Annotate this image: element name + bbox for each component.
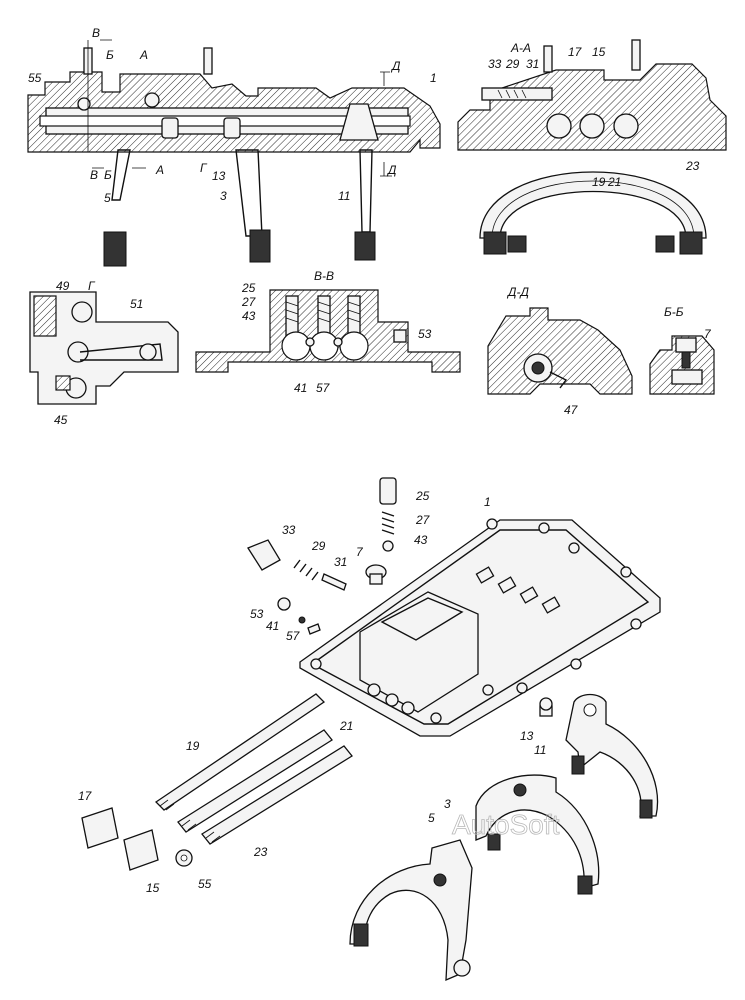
- section-title-v-v: В-В: [314, 269, 334, 283]
- cut-mark-v-bot: В: [90, 168, 98, 182]
- cut-mark-d-top: Д: [390, 59, 401, 73]
- callout-e-25: 25: [415, 489, 430, 503]
- callout-e-23: 23: [253, 845, 268, 859]
- callout-e-33: 33: [282, 523, 296, 537]
- callout-aa-23: 23: [685, 159, 700, 173]
- section-title-b-b: Б-Б: [664, 305, 684, 319]
- view-title-g: Г: [88, 279, 96, 293]
- callout-vv-57: 57: [316, 381, 331, 395]
- section-a-a: [457, 39, 727, 255]
- cut-mark-a-top: А: [139, 48, 148, 62]
- callout-e-55: 55: [198, 877, 212, 891]
- callout-vv-43: 43: [242, 309, 256, 323]
- cut-mark-b-top: Б: [106, 48, 114, 62]
- section-titles: А-А В-В Д-Д Б-Б Г: [88, 41, 684, 319]
- callout-1: 1: [430, 71, 437, 85]
- section-d-d: [487, 307, 633, 395]
- callout-e-29: 29: [311, 539, 326, 553]
- callout-e-17: 17: [78, 789, 93, 803]
- callout-e-3: 3: [444, 797, 451, 811]
- callout-aa-19: 19: [592, 175, 606, 189]
- callout-aa-33: 33: [488, 57, 502, 71]
- callout-5: 5: [104, 191, 111, 205]
- callout-e-53: 53: [250, 607, 264, 621]
- cut-mark-v-top: В: [92, 26, 100, 40]
- section-title-d-d: Д-Д: [506, 285, 529, 299]
- callout-e-41: 41: [266, 619, 279, 633]
- callout-e-27: 27: [415, 513, 431, 527]
- section-b-b: [649, 335, 715, 395]
- callout-e-5: 5: [428, 811, 435, 825]
- callout-e-13: 13: [520, 729, 534, 743]
- cut-marks: В Б А Д В Б А Г Д: [90, 26, 401, 182]
- callout-e-31: 31: [334, 555, 347, 569]
- callout-e-43: 43: [414, 533, 428, 547]
- main-longitudinal-section: [27, 39, 441, 267]
- callouts-exploded: 25 27 43 1 33 29 31 7 53 41 57 21 13 11 …: [78, 489, 546, 895]
- callout-55: 55: [28, 71, 42, 85]
- callout-aa-21: 21: [607, 175, 621, 189]
- callout-g-45: 45: [54, 413, 68, 427]
- callout-aa-29: 29: [505, 57, 520, 71]
- cut-mark-b-bot: Б: [104, 168, 112, 182]
- section-title-a-a: А-А: [510, 41, 531, 55]
- callout-bb-7: 7: [704, 327, 712, 341]
- exploded-view: [81, 477, 661, 982]
- watermark: AutoSoft: [452, 809, 560, 840]
- callout-3: 3: [220, 189, 227, 203]
- cut-mark-g-bot: Г: [200, 161, 208, 175]
- callout-g-51: 51: [130, 297, 143, 311]
- callout-e-1: 1: [484, 495, 491, 509]
- callout-vv-53: 53: [418, 327, 432, 341]
- callout-g-49: 49: [56, 279, 70, 293]
- callout-e-57: 57: [286, 629, 301, 643]
- section-v-v: [195, 289, 461, 373]
- callout-aa-15: 15: [592, 45, 606, 59]
- callout-vv-25: 25: [241, 281, 256, 295]
- callout-e-19: 19: [186, 739, 200, 753]
- callout-e-7: 7: [356, 545, 364, 559]
- callouts-sections: 55 1 5 3 13 11 33 29 31 17 15 19 21 23 4…: [28, 45, 712, 427]
- cut-mark-a-bot: А: [155, 163, 164, 177]
- callout-e-11: 11: [534, 743, 546, 757]
- callout-e-15: 15: [146, 881, 160, 895]
- callout-aa-31: 31: [526, 57, 539, 71]
- callout-vv-27: 27: [241, 295, 257, 309]
- callout-e-21: 21: [339, 719, 353, 733]
- cut-mark-d-bot: Д: [386, 163, 397, 177]
- callout-11: 11: [338, 189, 350, 203]
- callout-vv-41: 41: [294, 381, 307, 395]
- callout-13: 13: [212, 169, 226, 183]
- view-g: [29, 291, 179, 405]
- callout-dd-47: 47: [564, 403, 579, 417]
- callout-aa-17: 17: [568, 45, 583, 59]
